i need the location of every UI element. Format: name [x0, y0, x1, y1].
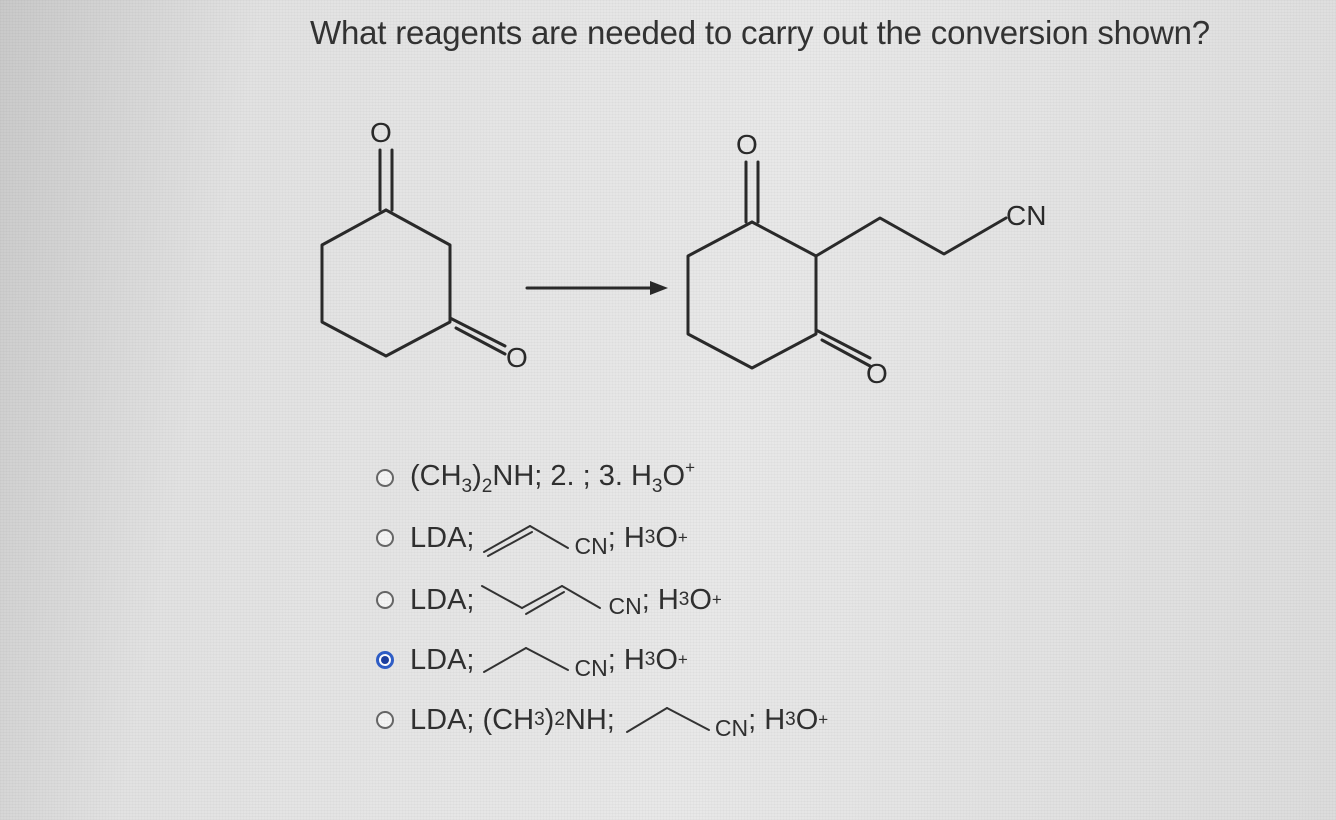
- propanenitrile-chain-structure: [483, 647, 570, 673]
- acrylonitrile-structure: [483, 525, 570, 557]
- radio-button-1[interactable]: [376, 469, 394, 487]
- question-text: What reagents are needed to carry out th…: [310, 14, 1210, 51]
- radio-button-5[interactable]: [376, 711, 394, 729]
- option-1-text: (CH3)2NH; 2. ; 3. H3O+: [410, 458, 695, 497]
- radio-button-4-selected[interactable]: [376, 651, 394, 669]
- reactant-oxygen-top: O: [370, 117, 392, 148]
- radio-button-3[interactable]: [376, 591, 394, 609]
- reactant-ring: [320, 208, 452, 358]
- product-nitrile: CN: [1006, 200, 1046, 231]
- answer-option-1[interactable]: (CH3)2NH; 2. ; 3. H3O+: [376, 458, 695, 498]
- reactant-oxygen-bottom: O: [506, 342, 528, 373]
- radio-button-2[interactable]: [376, 529, 394, 547]
- propanenitrile-chain-structure-2: [625, 707, 710, 733]
- product-oxygen-top: O: [736, 129, 758, 160]
- product-side-chain: [814, 216, 1008, 258]
- product-ring: [686, 220, 818, 370]
- butenenitrile-structure: [481, 585, 602, 615]
- arrow-head: [650, 281, 668, 295]
- product-oxygen-bottom: O: [866, 358, 888, 389]
- reaction-scheme: O O O O CN: [320, 117, 1046, 389]
